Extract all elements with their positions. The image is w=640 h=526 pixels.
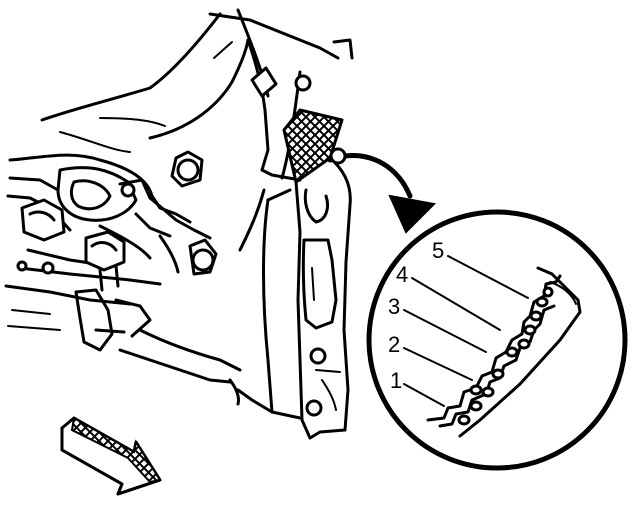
bolt — [84, 230, 126, 292]
leader-lines — [403, 255, 529, 407]
engine-block — [4, 8, 354, 440]
callout-2: 2 — [388, 332, 400, 357]
callout-4: 4 — [396, 262, 408, 287]
manifold-assembly — [4, 153, 242, 384]
bolt-boss — [176, 74, 327, 417]
bolt — [20, 198, 66, 242]
callout-5: 5 — [432, 238, 444, 263]
direction-arrow-icon — [60, 416, 162, 496]
detail-magnifier: 5 4 3 2 1 — [366, 209, 628, 471]
callout-1: 1 — [390, 368, 402, 393]
hole-row — [457, 286, 554, 426]
curved-arrow-icon — [327, 147, 437, 234]
callout-3: 3 — [388, 294, 400, 319]
